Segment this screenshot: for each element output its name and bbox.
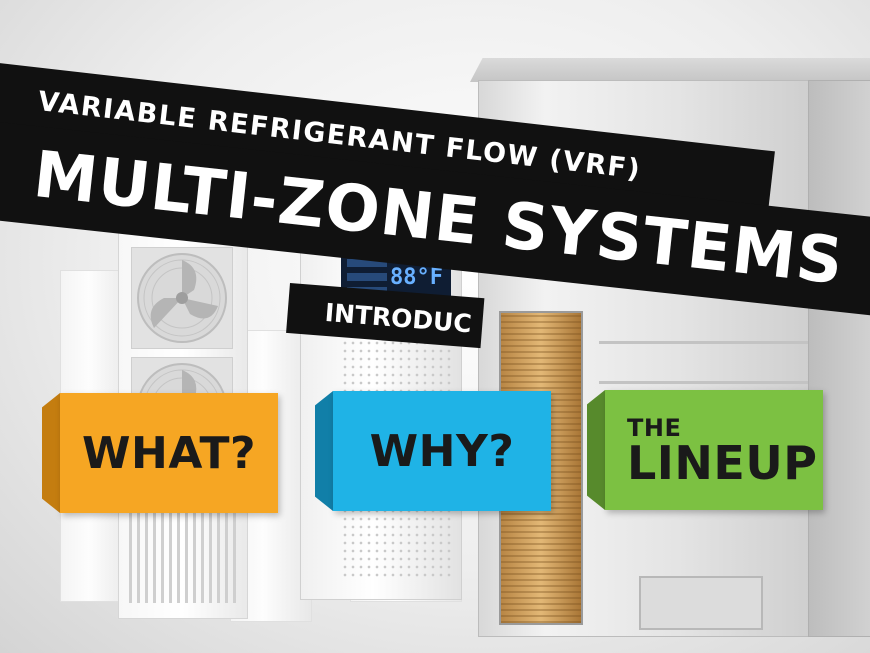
why-tile-label: WHY? — [369, 425, 515, 477]
lineup-tile-button[interactable]: THE LINEUP — [605, 390, 823, 510]
unit-base-plate — [639, 576, 763, 630]
temperature-readout: 88°F — [390, 265, 443, 290]
lineup-tile-label-bottom: LINEUP — [627, 436, 818, 490]
fan-top — [131, 247, 233, 349]
fan-icon — [137, 253, 227, 343]
tile-lineup-fold — [587, 390, 605, 510]
tile-why-fold — [315, 391, 333, 511]
what-tile-button[interactable]: WHAT? — [60, 393, 278, 513]
unit-side-panel — [808, 80, 870, 637]
display-indicator — [347, 273, 387, 281]
panel-slot — [599, 341, 809, 344]
tile-what-fold — [42, 393, 60, 513]
lineup-tile-label-top: THE — [627, 414, 682, 442]
panel-slot — [599, 381, 809, 384]
unit-top — [470, 58, 870, 82]
why-tile-button[interactable]: WHY? — [333, 391, 551, 511]
what-tile-label: WHAT? — [81, 427, 257, 479]
display-indicator — [347, 259, 387, 267]
